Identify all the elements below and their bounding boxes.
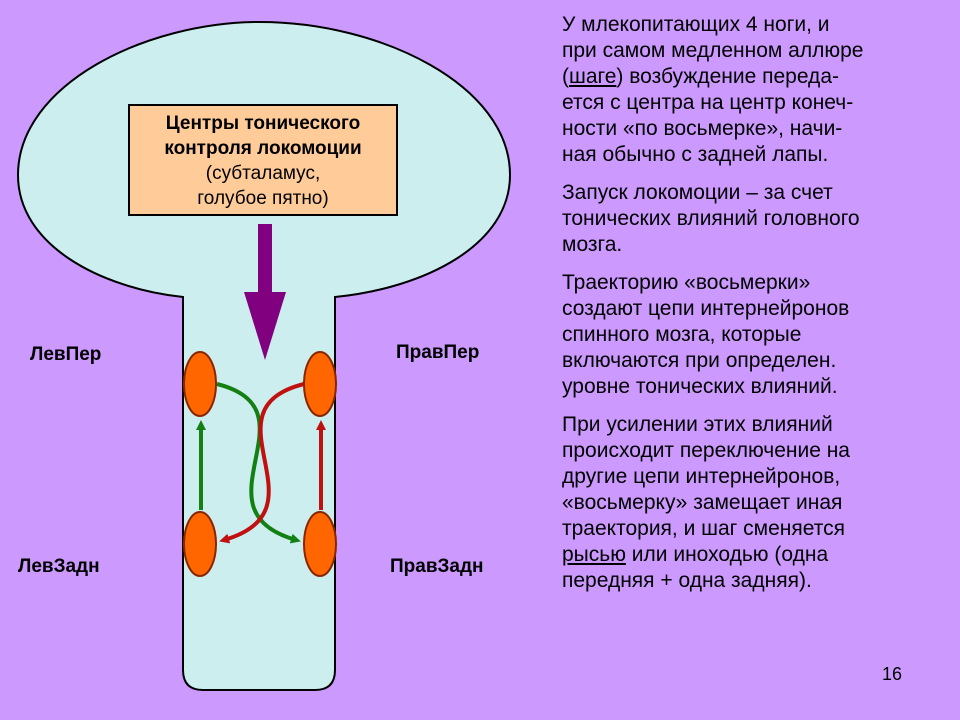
tonic-control-centers-box: Центры тонического контроля локомоции (с… — [128, 104, 398, 216]
p4-line-7: передняя + одна задняя). — [562, 569, 812, 592]
label-left-front: ЛевПер — [30, 344, 102, 365]
center-box-line-1: Центры тонического — [165, 113, 361, 134]
paragraph-1: У млекопитающих 4 ноги, и при самом медл… — [562, 12, 954, 168]
left-hind-center-node — [183, 511, 217, 577]
p1-walk-link[interactable]: шаге — [569, 65, 617, 88]
label-right-hind: ПравЗадн — [390, 556, 484, 577]
explanation-text: У млекопитающих 4 ноги, и при самом медл… — [562, 12, 954, 606]
p1-line-1: У млекопитающих 4 ноги, и — [562, 13, 830, 36]
p1-line-6: ная обычно с задней лапы. — [562, 143, 829, 166]
p3-line-1: Траекторию «восьмерки» — [562, 271, 811, 294]
p4-line-5: траектория, и шаг сменяется — [562, 517, 845, 540]
p2-line-1: Запуск локомоции – за счет — [562, 181, 833, 204]
p3-line-2: создают цепи интернейронов — [562, 297, 850, 320]
center-box-line-2: контроля локомоции — [164, 138, 362, 159]
p4-line-2: происходит переключение на — [562, 439, 850, 462]
p2-line-2: тонических влияний головного — [562, 207, 860, 230]
p4-trot-link[interactable]: рысью — [562, 543, 626, 566]
p1-line-3-pre: ( — [562, 65, 569, 88]
p1-line-2: при самом медленном аллюре — [562, 39, 864, 62]
p3-line-4: включаются при определен. — [562, 349, 837, 372]
label-right-front: ПравПер — [396, 342, 480, 363]
p3-line-3: спинного мозга, которые — [562, 323, 802, 346]
label-left-hind: ЛевЗадн — [18, 556, 100, 577]
p1-line-4: ется с центра на центр конеч- — [562, 91, 854, 114]
paragraph-2: Запуск локомоции – за счет тонических вл… — [562, 180, 954, 258]
p4-line-6-post: или иноходью (одна — [625, 543, 829, 566]
paragraph-3: Траекторию «восьмерки» создают цепи инте… — [562, 270, 954, 400]
right-hind-center-node — [303, 511, 337, 577]
left-front-center-node — [183, 351, 217, 417]
green-arrow-crossing — [216, 382, 301, 544]
center-box-line-3: (субталамус, — [205, 163, 321, 184]
right-front-center-node — [303, 351, 337, 417]
center-box-line-4: голубое пятно) — [197, 188, 329, 209]
red-arrow-crossing — [219, 382, 305, 544]
p4-line-1: При усилении этих влияний — [562, 413, 833, 436]
p3-line-5: уровне тонических влияний. — [562, 375, 838, 398]
paragraph-4: При усилении этих влияний происходит пер… — [562, 412, 954, 594]
slide-number: 16 — [882, 664, 903, 684]
descending-influence-arrow — [244, 224, 286, 360]
p4-line-4: «восьмерку» замещает иная — [562, 491, 843, 514]
p1-line-5: ности «по восьмерке», начи- — [562, 117, 843, 140]
p2-line-3: мозга. — [562, 233, 623, 256]
p4-line-3: другие цепи интернейронов, — [562, 465, 841, 488]
p1-line-3-post: ) возбуждение переда- — [616, 65, 839, 88]
